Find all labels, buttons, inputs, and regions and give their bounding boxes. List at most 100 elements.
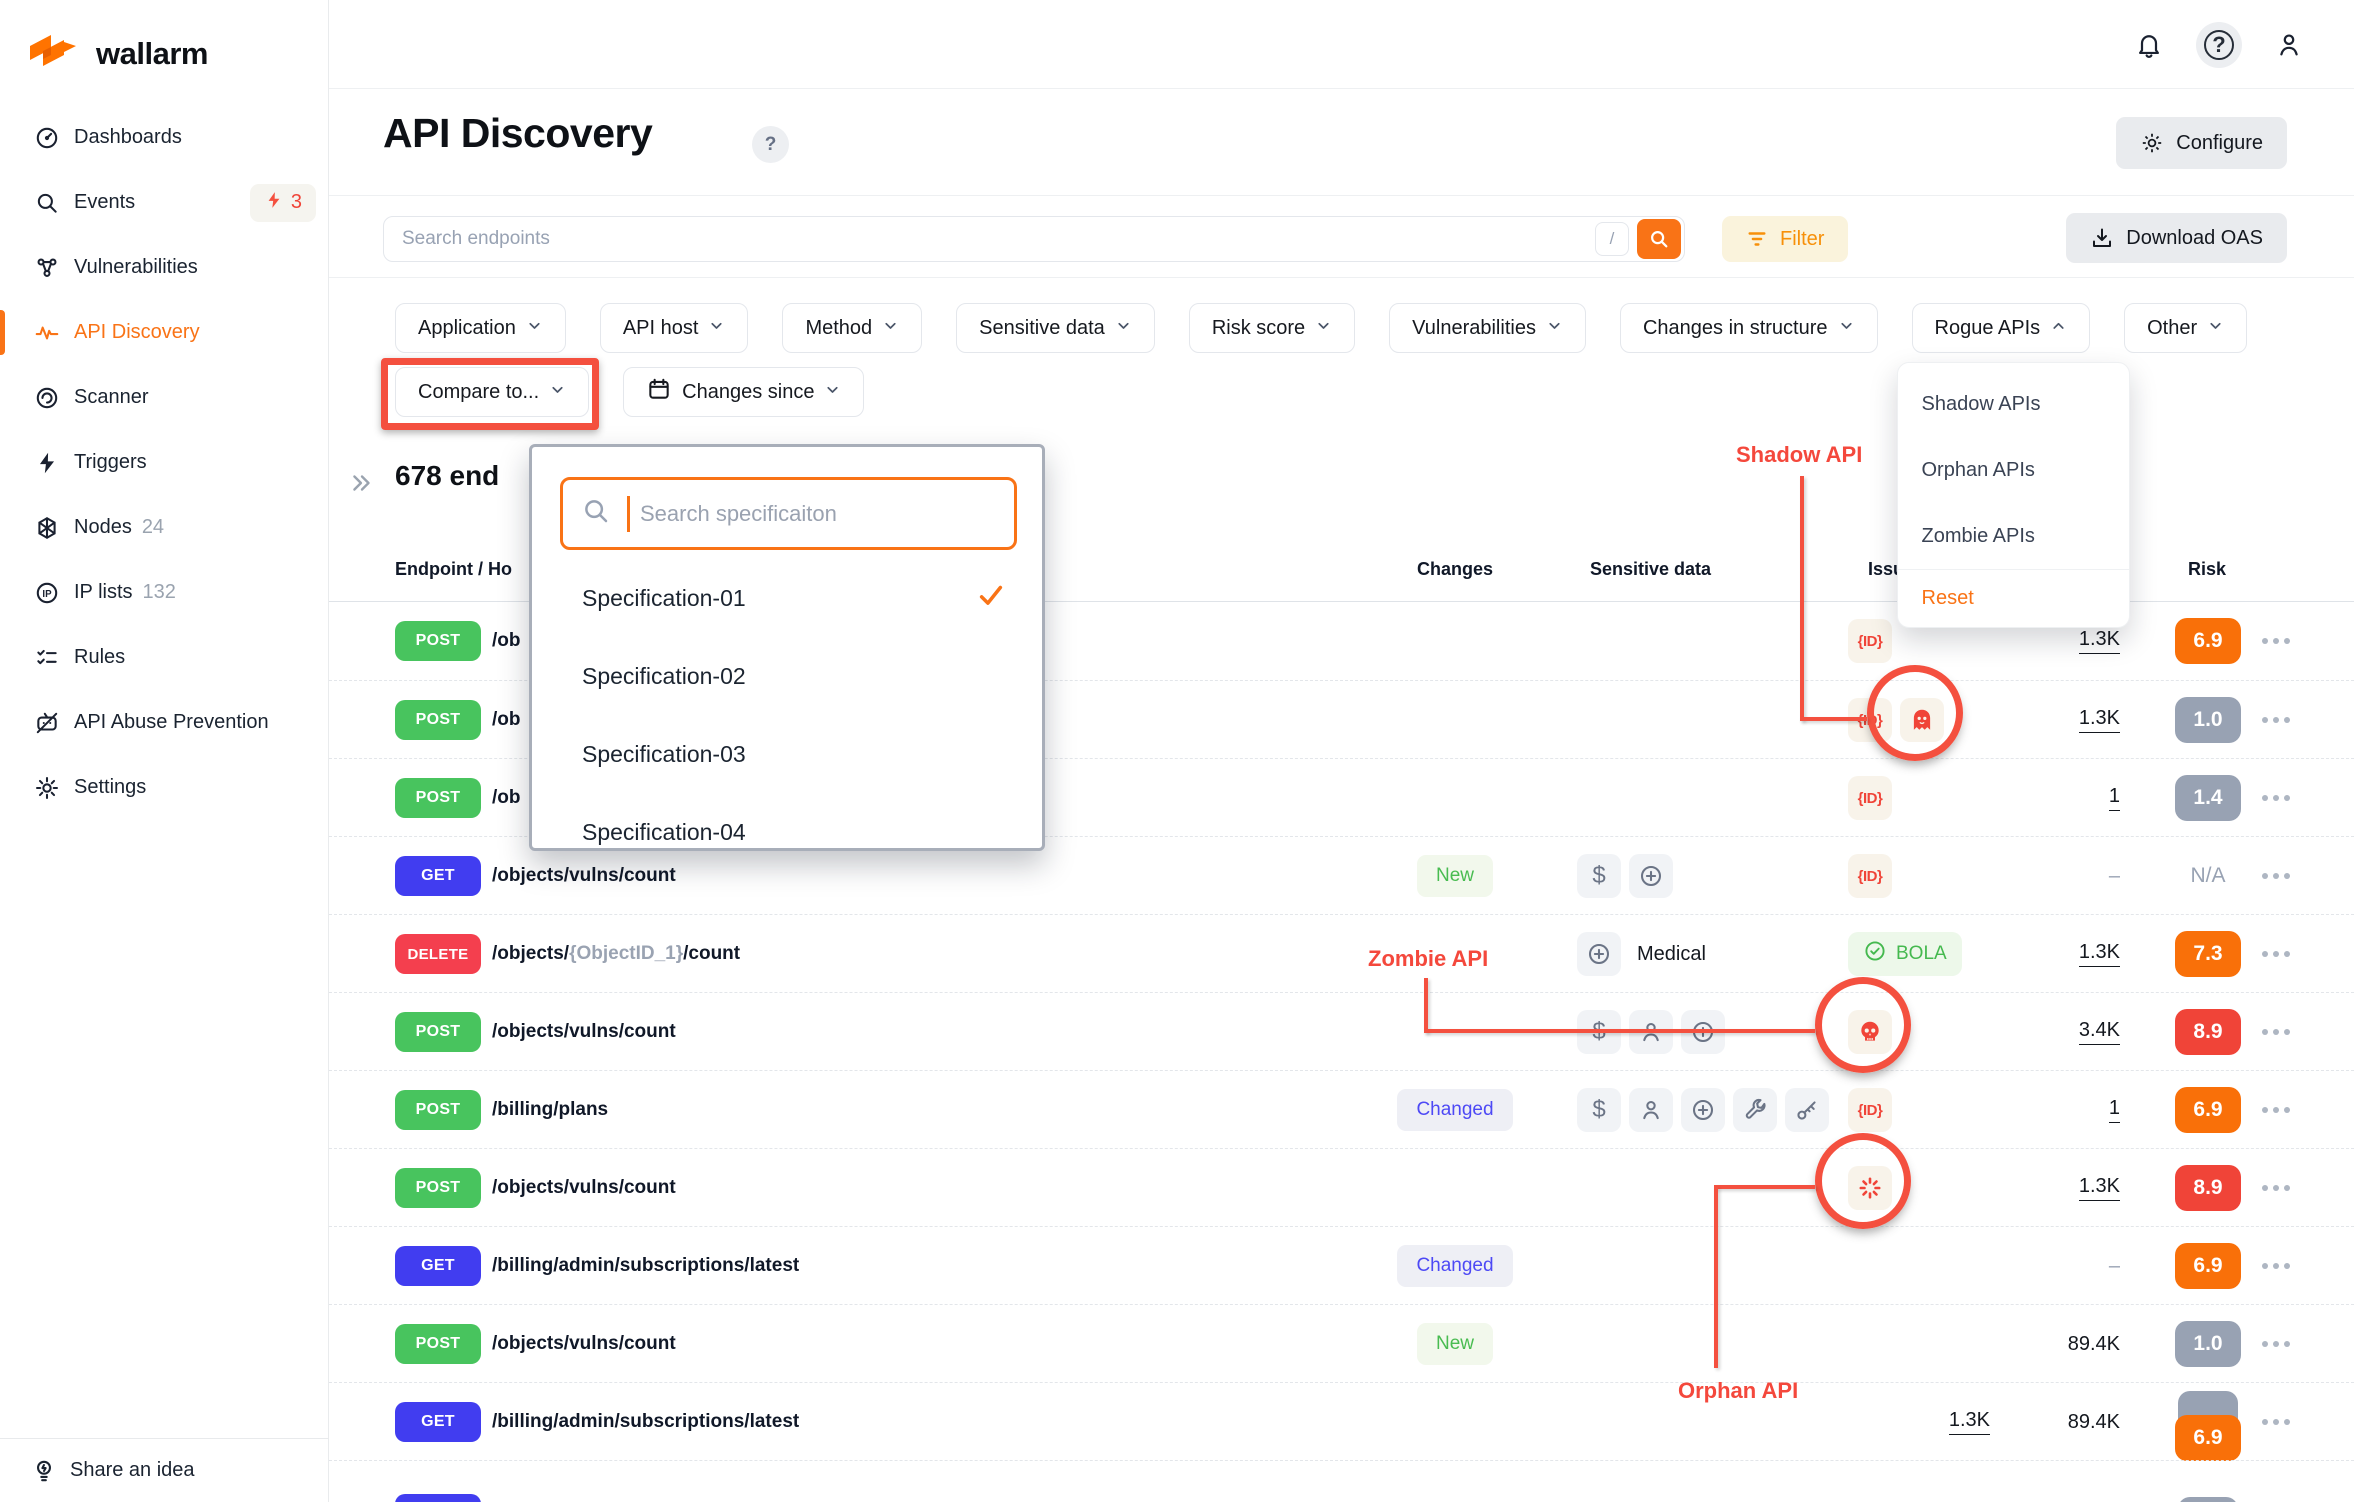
endpoint-path[interactable]: /objects/vulns/count <box>492 1305 676 1383</box>
sidebar-item-settings[interactable]: Settings <box>0 755 328 820</box>
sidebar-item-rules[interactable]: Rules <box>0 625 328 690</box>
sidebar-item-api-abuse-prevention[interactable]: API Abuse Prevention <box>0 690 328 755</box>
row-menu-button[interactable] <box>2262 638 2290 644</box>
endpoint-path[interactable]: /ob <box>492 759 521 837</box>
endpoint-path[interactable]: /billing/admin/subscriptions/latest <box>492 1383 799 1461</box>
dollar-icon[interactable]: $ <box>1577 854 1621 898</box>
menu-item-shadow-apis[interactable]: Shadow APIs <box>1921 392 2041 415</box>
help-button[interactable]: ? <box>2196 22 2242 68</box>
id-parameter-icon[interactable]: {ID} <box>1848 1088 1892 1132</box>
hits-count-link[interactable]: 1.3K <box>2078 1175 2120 1201</box>
search-input[interactable] <box>384 228 1595 250</box>
svg-text:IP: IP <box>42 588 52 599</box>
sidebar-item-api-discovery[interactable]: API Discovery <box>0 300 328 365</box>
hits-count-link[interactable]: 1.3K <box>2078 707 2120 733</box>
sidebar-item-label: Vulnerabilities <box>74 256 198 278</box>
id-parameter-icon[interactable]: {ID} <box>1848 619 1892 663</box>
spec-option-specification-03[interactable]: Specification-03 <box>532 715 1042 793</box>
sidebar-item-vulnerabilities[interactable]: Vulnerabilities <box>0 235 328 300</box>
sidebar-item-triggers[interactable]: Triggers <box>0 430 328 495</box>
row-menu-button[interactable] <box>2262 951 2290 957</box>
user-icon[interactable] <box>1629 1088 1673 1132</box>
notifications-button[interactable] <box>2126 22 2172 68</box>
account-button[interactable] <box>2266 22 2312 68</box>
filter-chip-risk-score[interactable]: Risk score <box>1188 303 1356 353</box>
endpoint-path-text: /objects/vulns/count <box>492 1177 676 1198</box>
spinner-icon[interactable] <box>1848 1166 1892 1210</box>
dollar-icon[interactable]: $ <box>1577 1088 1621 1132</box>
endpoint-path[interactable]: /objects/vulns/count <box>492 837 676 915</box>
endpoint-path[interactable]: /ob <box>492 681 521 759</box>
spec-option-specification-02[interactable]: Specification-02 <box>532 637 1042 715</box>
row-menu-button[interactable] <box>2262 717 2290 723</box>
sidebar-item-label: Rules <box>74 646 126 668</box>
sidebar-item-scanner[interactable]: Scanner <box>0 365 328 430</box>
id-parameter-icon[interactable]: {ID} <box>1848 776 1892 820</box>
hits-count-link[interactable]: 1.3K <box>2078 628 2120 654</box>
row-menu-button[interactable] <box>2262 1263 2290 1269</box>
medical-icon[interactable] <box>1577 932 1621 976</box>
hits-count-link[interactable]: 1.3K <box>2078 941 2120 967</box>
filter-chip-application[interactable]: Application <box>395 303 566 353</box>
hits-count-link[interactable]: 1 <box>2108 1097 2120 1123</box>
filter-chip-sensitive-data[interactable]: Sensitive data <box>956 303 1155 353</box>
spec-option-specification-01[interactable]: Specification-01 <box>532 559 1042 637</box>
method-badge: DELETE <box>395 934 481 974</box>
share-an-idea[interactable]: Share an idea <box>0 1438 329 1502</box>
skull-icon[interactable] <box>1848 1010 1892 1054</box>
page-help-icon[interactable]: ? <box>752 126 789 163</box>
row-menu-button[interactable] <box>2262 1107 2290 1113</box>
key-icon[interactable] <box>1785 1088 1829 1132</box>
bola-badge[interactable]: BOLA <box>1848 932 1962 976</box>
wrench-icon[interactable] <box>1733 1088 1777 1132</box>
spec-option-specification-04[interactable]: Specification-04 <box>532 793 1042 871</box>
endpoint-path-param: {ObjectID_1} <box>569 943 684 964</box>
changes-cell: Changed <box>1397 1071 1513 1149</box>
medical-icon[interactable] <box>1681 1088 1725 1132</box>
spec-search-input[interactable] <box>630 500 1014 527</box>
row-menu-button[interactable] <box>2262 1185 2290 1191</box>
row-menu-button[interactable] <box>2262 795 2290 801</box>
medical-icon[interactable] <box>1629 854 1673 898</box>
search-submit-button[interactable] <box>1637 219 1681 259</box>
row-menu-button[interactable] <box>2262 1029 2290 1035</box>
filter-chip-changes-since[interactable]: Changes since <box>623 367 865 417</box>
filter-chip-vulnerabilities[interactable]: Vulnerabilities <box>1389 303 1586 353</box>
endpoint-path[interactable]: /billing/plans <box>492 1071 608 1149</box>
hits-count-link[interactable]: 1 <box>2108 785 2120 811</box>
method-badge: GET <box>395 1402 481 1442</box>
endpoint-path[interactable]: /ob <box>492 602 521 680</box>
endpoint-path[interactable]: /objects/{ObjectID_1}/count <box>492 915 740 993</box>
endpoint-path[interactable]: /objects/vulns/count <box>492 1149 676 1227</box>
filter-chip-api-host[interactable]: API host <box>599 303 749 353</box>
menu-item-orphan-apis[interactable]: Orphan APIs <box>1921 458 2035 481</box>
filter-chip-compare-to[interactable]: Compare to... <box>395 367 590 417</box>
method-badge: GET <box>395 1494 481 1502</box>
row-menu-button[interactable] <box>2262 1341 2290 1347</box>
row-menu-button[interactable] <box>2262 1419 2290 1425</box>
filter-chip-label: Changes since <box>682 380 815 403</box>
filter-chip-method[interactable]: Method <box>782 303 923 353</box>
sidebar-item-dashboards[interactable]: Dashboards <box>0 105 328 170</box>
row-menu-button[interactable] <box>2262 873 2290 879</box>
filter-button[interactable]: Filter <box>1722 216 1849 262</box>
collapse-sidebar-control[interactable] <box>349 470 375 501</box>
filter-chip-other[interactable]: Other <box>2124 303 2248 353</box>
menu-item-reset[interactable]: Reset <box>1897 569 2129 627</box>
menu-item-zombie-apis[interactable]: Zombie APIs <box>1921 524 2035 547</box>
vulns-count-link[interactable]: 1.3K <box>1948 1409 1990 1435</box>
configure-button[interactable]: Configure <box>2116 117 2287 169</box>
filter-chip-changes-in-structure[interactable]: Changes in structure <box>1619 303 1878 353</box>
ghost-icon[interactable] <box>1900 698 1944 742</box>
endpoint-path[interactable]: /billing/admin/subscriptions/latest <box>492 1227 799 1305</box>
id-parameter-icon[interactable]: {ID} <box>1848 854 1892 898</box>
download-oas-button[interactable]: Download OAS <box>2066 213 2287 263</box>
endpoint-path[interactable]: /objects/vulns/count <box>492 993 676 1071</box>
wallarm-logo[interactable]: wallarm <box>30 34 208 74</box>
hits-count-link[interactable]: 3.4K <box>2078 1019 2120 1045</box>
